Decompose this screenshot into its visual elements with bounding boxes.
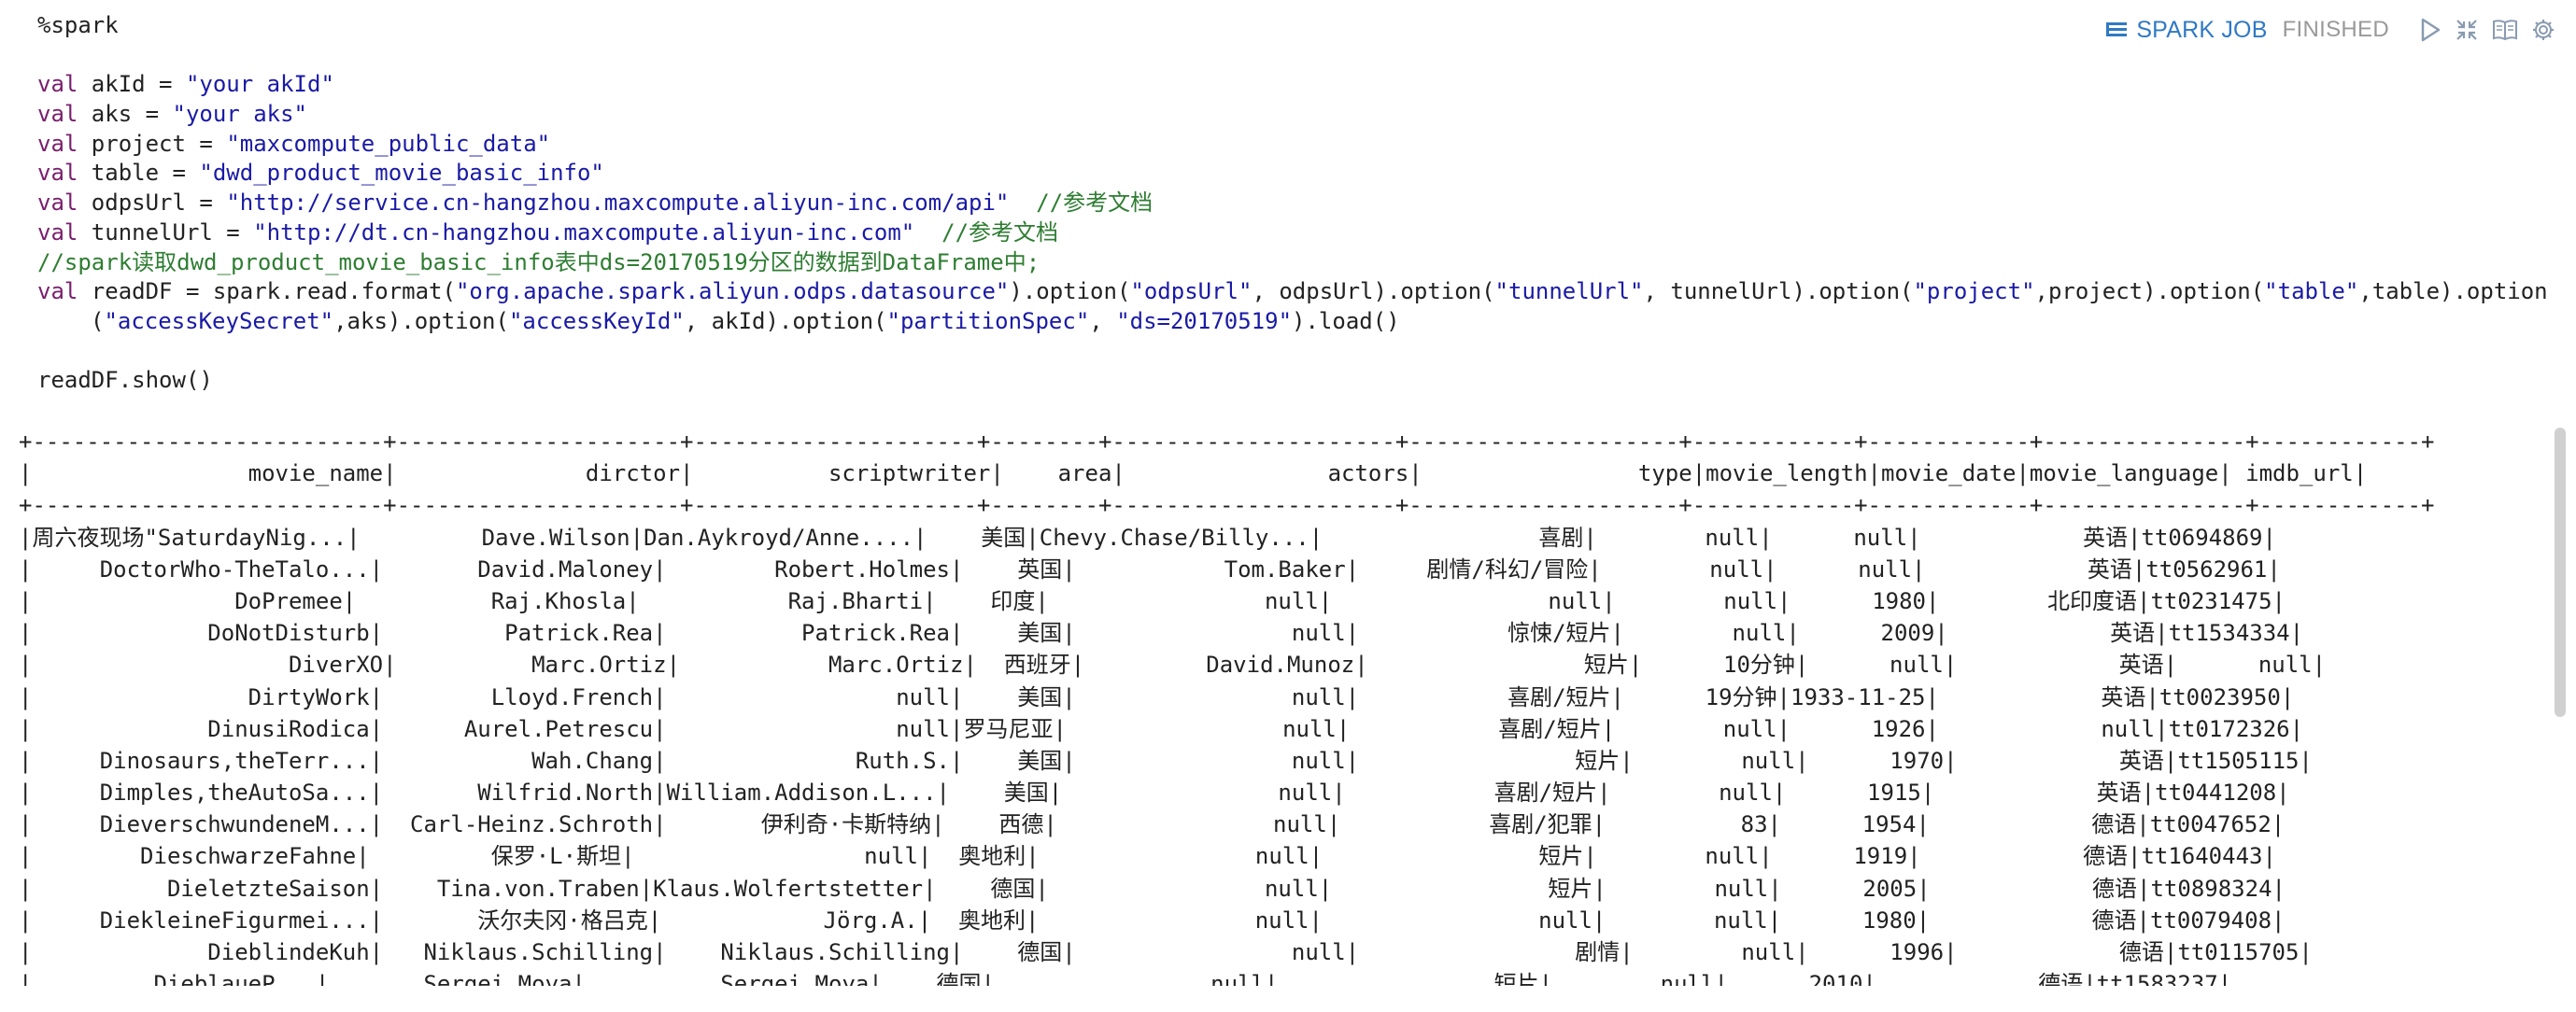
table-row: | DoNotDisturb| Patrick.Rea| Patrick.Rea… [19,620,2304,647]
table-row: | DirtyWork| Lloyd.French| null| 美国| nul… [19,683,2295,710]
code-token: , akId).option( [684,307,887,334]
table-row: | DoctorWho-TheTalo...| David.Maloney| R… [19,555,2281,583]
scrollbar-thumb[interactable] [2555,428,2566,717]
code-token: val [37,190,78,217]
table-row: |周六夜现场"SaturdayNig...| Dave.Wilson|Dan.A… [19,524,2276,551]
code-line [37,337,2550,367]
table-row: | DieverschwundeneM...| Carl-Heinz.Schro… [19,811,2286,838]
code-token: //参考文档 [914,218,1059,246]
code-token: "table" [2264,278,2359,305]
code-token: readDF = spark.read.format( [78,278,456,305]
code-token: ,project).option( [2034,278,2265,305]
code-token: "dwd_product_movie_basic_info" [199,160,604,187]
code-token: "http://service.cn-hangzhou.maxcompute.a… [226,190,1010,217]
list-icon [2106,22,2128,36]
code-token: "your aks" [172,101,308,128]
collapse-icon[interactable] [2455,18,2479,42]
table-row: | DinusiRodica| Aurel.Petrescu| null|罗马尼… [19,715,2304,742]
code-token: val [37,130,78,157]
code-token: akId = [78,71,186,98]
spark-job-label[interactable]: SPARK JOB [2136,16,2268,43]
table-row: | DieblindeKuh| Niklaus.Schilling| Nikla… [19,939,2313,965]
code-line: val akId = "your akId" [37,70,2550,100]
code-token: "accessKeySecret" [104,307,334,334]
table-row: | DieschwarzeFahne| 保罗·L·斯坦| null| 奥地利| … [19,843,2276,870]
code-token: "accessKeyId" [508,307,685,334]
code-token: odpsUrl = [78,190,227,217]
code-token: ,aks).option( [333,307,509,334]
table-header-row: | movie_name| dirctor| scriptwriter| are… [19,460,2368,487]
code-line: val project = "maxcompute_public_data" [37,130,2550,160]
table-border-line: +--------------------------+------------… [19,492,2435,519]
table-row: | Dimples,theAutoSa...| Wilfrid.North|Wi… [19,780,2290,807]
code-token: "project" [1913,278,2035,305]
paragraph-output: +--------------------------+------------… [19,426,2552,986]
table-row: | Dinosaurs,theTerr...| Wah.Chang| Ruth.… [19,747,2313,774]
code-line: %spark [37,11,2550,41]
code-token: "http://dt.cn-hangzhou.maxcompute.aliyun… [253,218,915,246]
code-token: , odpsUrl).option( [1252,278,1495,305]
code-line: val tunnelUrl = "http://dt.cn-hangzhou.m… [37,218,2550,248]
code-line: readDF.show() [37,366,2550,396]
code-line [37,41,2550,71]
code-token: table = [78,160,200,187]
code-token: //参考文档 [1009,190,1154,217]
code-token: "your akId" [185,71,334,98]
code-token: ).option( [1009,278,1131,305]
code-token: "maxcompute_public_data" [226,130,551,157]
code-token: ,table).option [2358,278,2548,305]
code-token: ).load() [1292,307,1400,334]
code-line: val odpsUrl = "http://service.cn-hangzho… [37,189,2550,218]
output-scrollbar[interactable] [2554,426,2569,986]
code-token: val [37,160,78,187]
code-line: val readDF = spark.read.format("org.apac… [37,277,2550,307]
code-token: //spark读取dwd_product_movie_basic_info表中d… [37,248,1040,275]
table-row: | DiekleineFigurmei...| 沃尔夫冈·格吕克| Jörg.A… [19,907,2286,934]
table-row: | DiverXO| Marc.Ortiz| Marc.Ortiz| 西班牙| … [19,652,2327,679]
code-token: "partitionSpec" [886,307,1090,334]
code-token: , tunnelUrl).option( [1643,278,1914,305]
gear-icon[interactable] [2531,18,2555,42]
code-token: ( [91,307,105,334]
code-token: tunnelUrl = [78,218,254,246]
table-row: | DoPremee| Raj.Khosla| Raj.Bharti| 印度| … [19,587,2286,614]
code-token: %spark [37,12,119,38]
code-token: "odpsUrl" [1130,278,1253,305]
code-line: val table = "dwd_product_movie_basic_inf… [37,159,2550,189]
code-token: val [37,218,78,246]
code-line: //spark读取dwd_product_movie_basic_info表中d… [37,248,2550,278]
code-line: ("accessKeySecret",aks).option("accessKe… [37,307,2550,337]
code-token: readDF.show() [37,367,213,394]
code-token: project = [78,130,227,157]
code-token: val [37,71,78,98]
spark-job-link[interactable]: SPARK JOB [2106,17,2267,44]
code-token: "ds=20170519" [1116,307,1293,334]
play-icon[interactable] [2419,18,2442,42]
table-border-line: +--------------------------+------------… [19,429,2435,455]
code-token: val [37,278,78,305]
status-label: FINISHED [2282,17,2389,42]
table-row: | DieletzteSaison| Tina.von.Traben|Klaus… [19,875,2286,902]
code-line: val aks = "your aks" [37,100,2550,130]
code-token: val [37,101,78,128]
table-row: | DieblaueP...| Sergei.Moya| Sergei.Moya… [19,971,2232,986]
book-icon[interactable] [2492,18,2518,42]
code-token: "tunnelUrl" [1494,278,1644,305]
paragraph-toolbar: SPARK JOB FINISHED [2106,11,2555,49]
code-token: aks = [78,101,173,128]
code-token: "org.apache.spark.aliyun.odps.datasource… [455,278,1010,305]
code-token: , [1089,307,1117,334]
